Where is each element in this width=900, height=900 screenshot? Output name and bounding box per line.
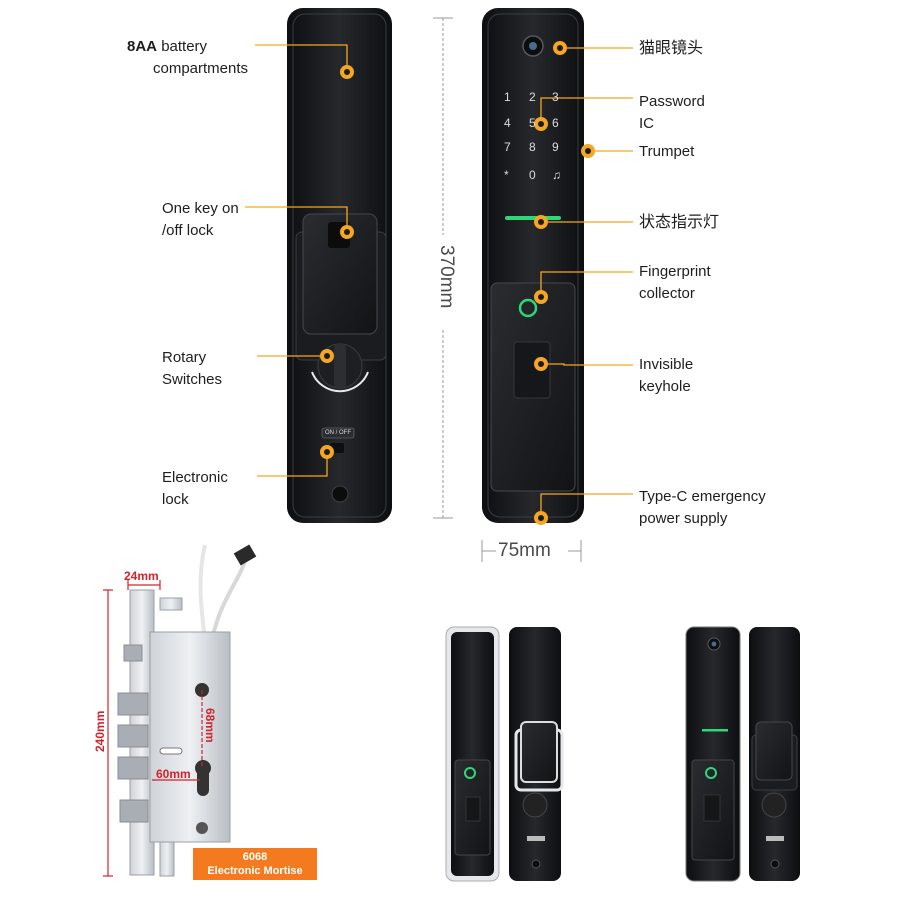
mortise-dimensions <box>103 580 203 877</box>
label-onoff-line1: One key on <box>162 200 239 217</box>
label-typec: Type-C emergency power supply <box>639 486 766 530</box>
key-9[interactable]: 9 <box>552 140 559 154</box>
key-4[interactable]: 4 <box>504 116 511 130</box>
key-3[interactable]: 3 <box>552 90 559 104</box>
label-typec-line1: Type-C emergency <box>639 488 766 505</box>
mortise-offset-label: 68mm <box>203 708 217 743</box>
label-indicator: 状态指示灯 <box>639 212 720 231</box>
label-electronic-lock: Electronic lock <box>162 467 228 511</box>
callout-leaders <box>245 44 633 518</box>
key-2[interactable]: 2 <box>529 90 536 104</box>
label-rotary-line2: Switches <box>162 371 223 388</box>
dimension-width: 75mm <box>498 540 551 561</box>
label-fingerprint: Fingerprint collector <box>639 261 711 305</box>
label-onoff-line2: /off lock <box>162 222 214 239</box>
doorbell-icon[interactable]: ♫ <box>552 168 561 182</box>
key-0[interactable]: 0 <box>529 168 536 182</box>
key-7[interactable]: 7 <box>504 140 511 154</box>
back-panel <box>287 8 392 523</box>
mortise-width-label: 24mm <box>124 569 159 583</box>
label-password: Password IC <box>639 91 705 135</box>
label-fingerprint-line2: collector <box>639 285 695 302</box>
label-elock-line1: Electronic <box>162 469 228 486</box>
mortise-body <box>117 544 257 877</box>
label-battery-rest: battery <box>161 38 208 55</box>
label-keyhole-line2: keyhole <box>639 378 691 395</box>
label-elock-line2: lock <box>162 491 189 508</box>
label-rotary-line1: Rotary <box>162 349 207 366</box>
width-dimension <box>481 540 582 562</box>
label-peephole: 猫眼镜头 <box>639 38 704 57</box>
variant-black <box>685 626 800 882</box>
label-fingerprint-line1: Fingerprint <box>639 263 711 280</box>
onoff-switch-label: ON / OFF <box>325 430 351 436</box>
mortise-backset-label: 60mm <box>156 767 191 781</box>
key-star[interactable]: * <box>504 168 509 182</box>
key-5[interactable]: 5 <box>529 116 536 130</box>
label-battery-line2: compartments <box>153 60 249 77</box>
label-keyhole-line1: Invisible <box>639 356 694 373</box>
mortise-badge-name: Electronic Mortise <box>207 865 303 877</box>
label-battery-bold: 8AA <box>127 38 158 55</box>
mortise-badge-model: 6068 <box>242 851 268 863</box>
key-8[interactable]: 8 <box>529 140 536 154</box>
key-6[interactable]: 6 <box>552 116 559 130</box>
label-password-line1: Password <box>639 93 705 110</box>
dimension-height: 370mm <box>436 245 457 309</box>
label-keyhole: Invisible keyhole <box>639 354 693 398</box>
label-battery: 8AA battery compartments <box>127 36 248 80</box>
mortise-height-label: 240mm <box>93 710 107 752</box>
label-password-line2: IC <box>639 115 654 132</box>
variant-silver <box>445 626 564 882</box>
key-1[interactable]: 1 <box>504 90 511 104</box>
mortise-badge: 6068 Electronic Mortise <box>193 848 317 880</box>
label-onoff: One key on /off lock <box>162 198 239 242</box>
height-dimension <box>433 17 453 519</box>
label-typec-line2: power supply <box>639 510 728 527</box>
callout-dots <box>320 41 595 525</box>
front-panel <box>482 8 584 523</box>
label-trumpet: Trumpet <box>639 143 695 160</box>
label-rotary: Rotary Switches <box>162 347 222 391</box>
